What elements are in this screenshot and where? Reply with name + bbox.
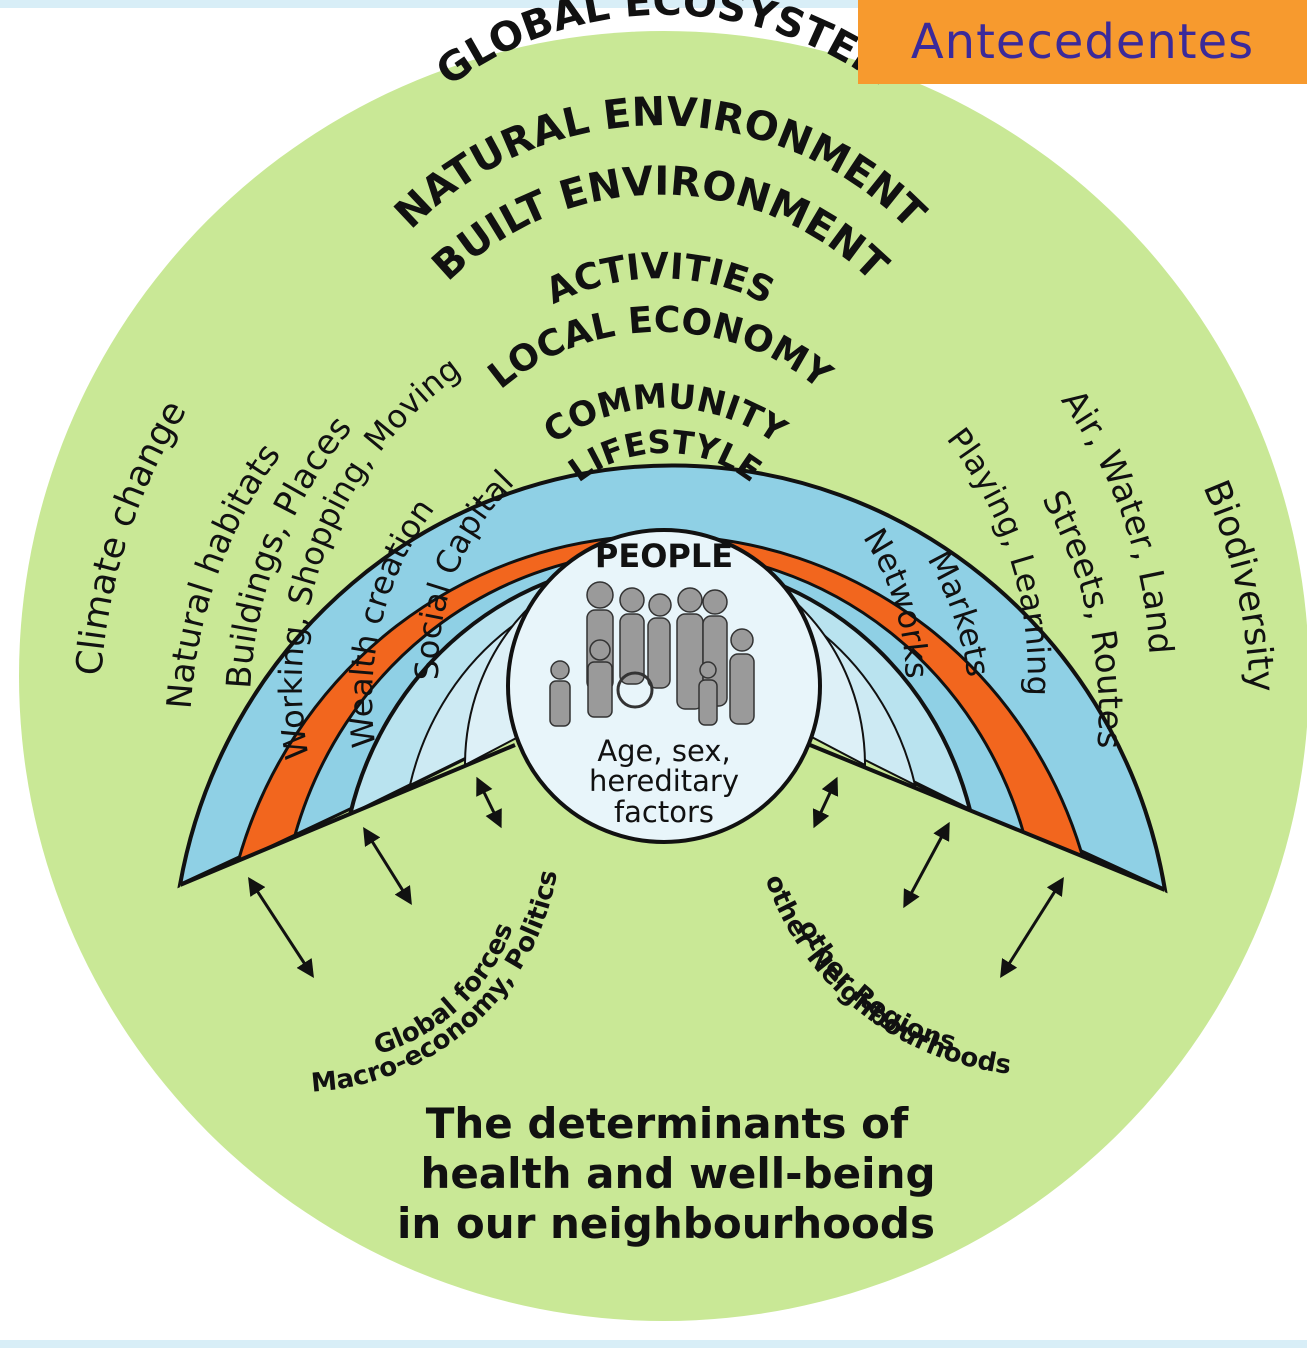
caption-line3: in our neighbourhoods [397,1199,935,1248]
opening-wedge [180,745,1165,1000]
caption-line1: The determinants of [426,1099,909,1148]
bottom-strip [0,1340,1307,1348]
interaction-arrows [248,776,1064,979]
antecedentes-badge: Antecedentes [858,0,1307,84]
people-line1: Age, sex, [597,734,730,768]
people-title: PEOPLE [595,537,733,575]
top-strip [0,0,1307,8]
people-line2: hereditary [589,764,739,798]
badge-label: Antecedentes [910,14,1255,70]
natural-environment-ring [177,463,1168,894]
people-figures-icon [549,581,755,727]
people-line3: factors [614,795,714,829]
caption-line2: health and well-being [420,1149,935,1198]
